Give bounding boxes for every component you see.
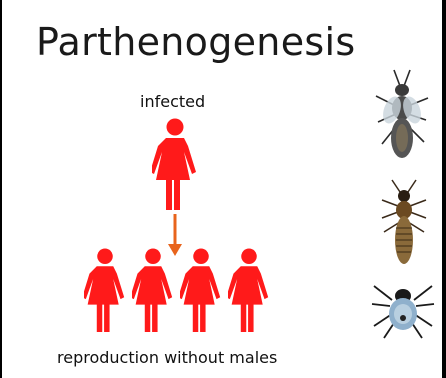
offspring-female-icon [132, 248, 174, 332]
reproduction-label: reproduction without males [57, 348, 277, 367]
infected-label: infected [140, 92, 205, 111]
parent-female-icon [152, 118, 198, 210]
thrips-icon [378, 178, 430, 270]
mite-icon [370, 274, 436, 342]
slide-title: Parthenogenesis [36, 20, 355, 64]
offspring-female-icon [180, 248, 222, 332]
offspring-female-icon [228, 248, 270, 332]
offspring-female-icon [84, 248, 126, 332]
wasp-icon [370, 66, 434, 170]
